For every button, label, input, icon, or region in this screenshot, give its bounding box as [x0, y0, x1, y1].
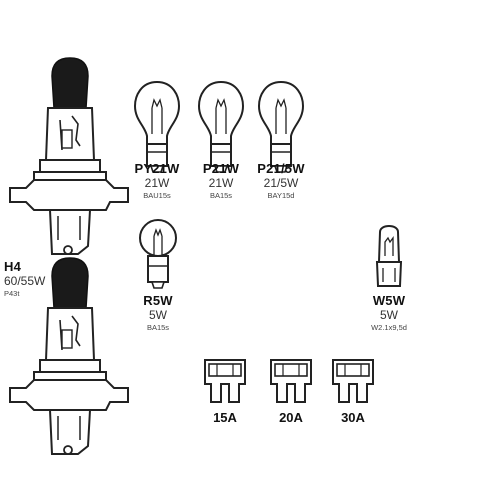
bulb-base: P43t: [4, 289, 20, 298]
bulb-wattage: 60/55W: [4, 274, 46, 288]
fuse-20a-label: 20A: [279, 410, 303, 425]
py21w-bulb: [134, 81, 180, 173]
bulb-base: W2.1x9,5d: [371, 323, 407, 332]
r5w-bulb: [139, 219, 177, 289]
bulb-code: P21W: [202, 161, 240, 176]
p21w-bulb: [198, 81, 244, 173]
h4-headlamp-bulb-top: [9, 57, 129, 255]
fuse-15a-label: 15A: [213, 410, 237, 425]
bulb-code: P21/5W: [257, 161, 305, 176]
bulb-wattage: 5W: [149, 308, 167, 322]
bulb-base: BA15s: [209, 191, 233, 200]
bulb-wattage: 21/5W: [263, 176, 299, 190]
p21-5w-bulb: [258, 81, 304, 173]
bulb-wattage: 21W: [144, 176, 170, 190]
py21w-label: PY21W 21W BAU15s: [127, 162, 187, 200]
bulb-code: PY21W: [134, 161, 180, 176]
bulb-wattage: 5W: [380, 308, 398, 322]
fuse-15a: [204, 359, 246, 403]
r5w-label: R5W 5W BA15s: [128, 294, 188, 332]
bulb-base: BA15s: [146, 323, 170, 332]
p21w-label: P21W 21W BA15s: [191, 162, 251, 200]
bulb-code: W5W: [372, 293, 406, 308]
bulb-wattage: 21W: [208, 176, 234, 190]
fuse-30a-label: 30A: [341, 410, 365, 425]
p21-5w-label: P21/5W 21/5W BAY15d: [251, 162, 311, 200]
fuse-30a: [332, 359, 374, 403]
h4-label: H4 60/55W P43t: [4, 260, 60, 298]
w5w-label: W5W 5W W2.1x9,5d: [354, 294, 424, 332]
bulb-base: BAU15s: [143, 191, 171, 200]
w5w-bulb: [376, 225, 402, 287]
fuse-20a: [270, 359, 312, 403]
bulb-code: R5W: [143, 293, 173, 308]
bulb-code: H4: [4, 259, 22, 274]
bulb-base: BAY15d: [267, 191, 295, 200]
